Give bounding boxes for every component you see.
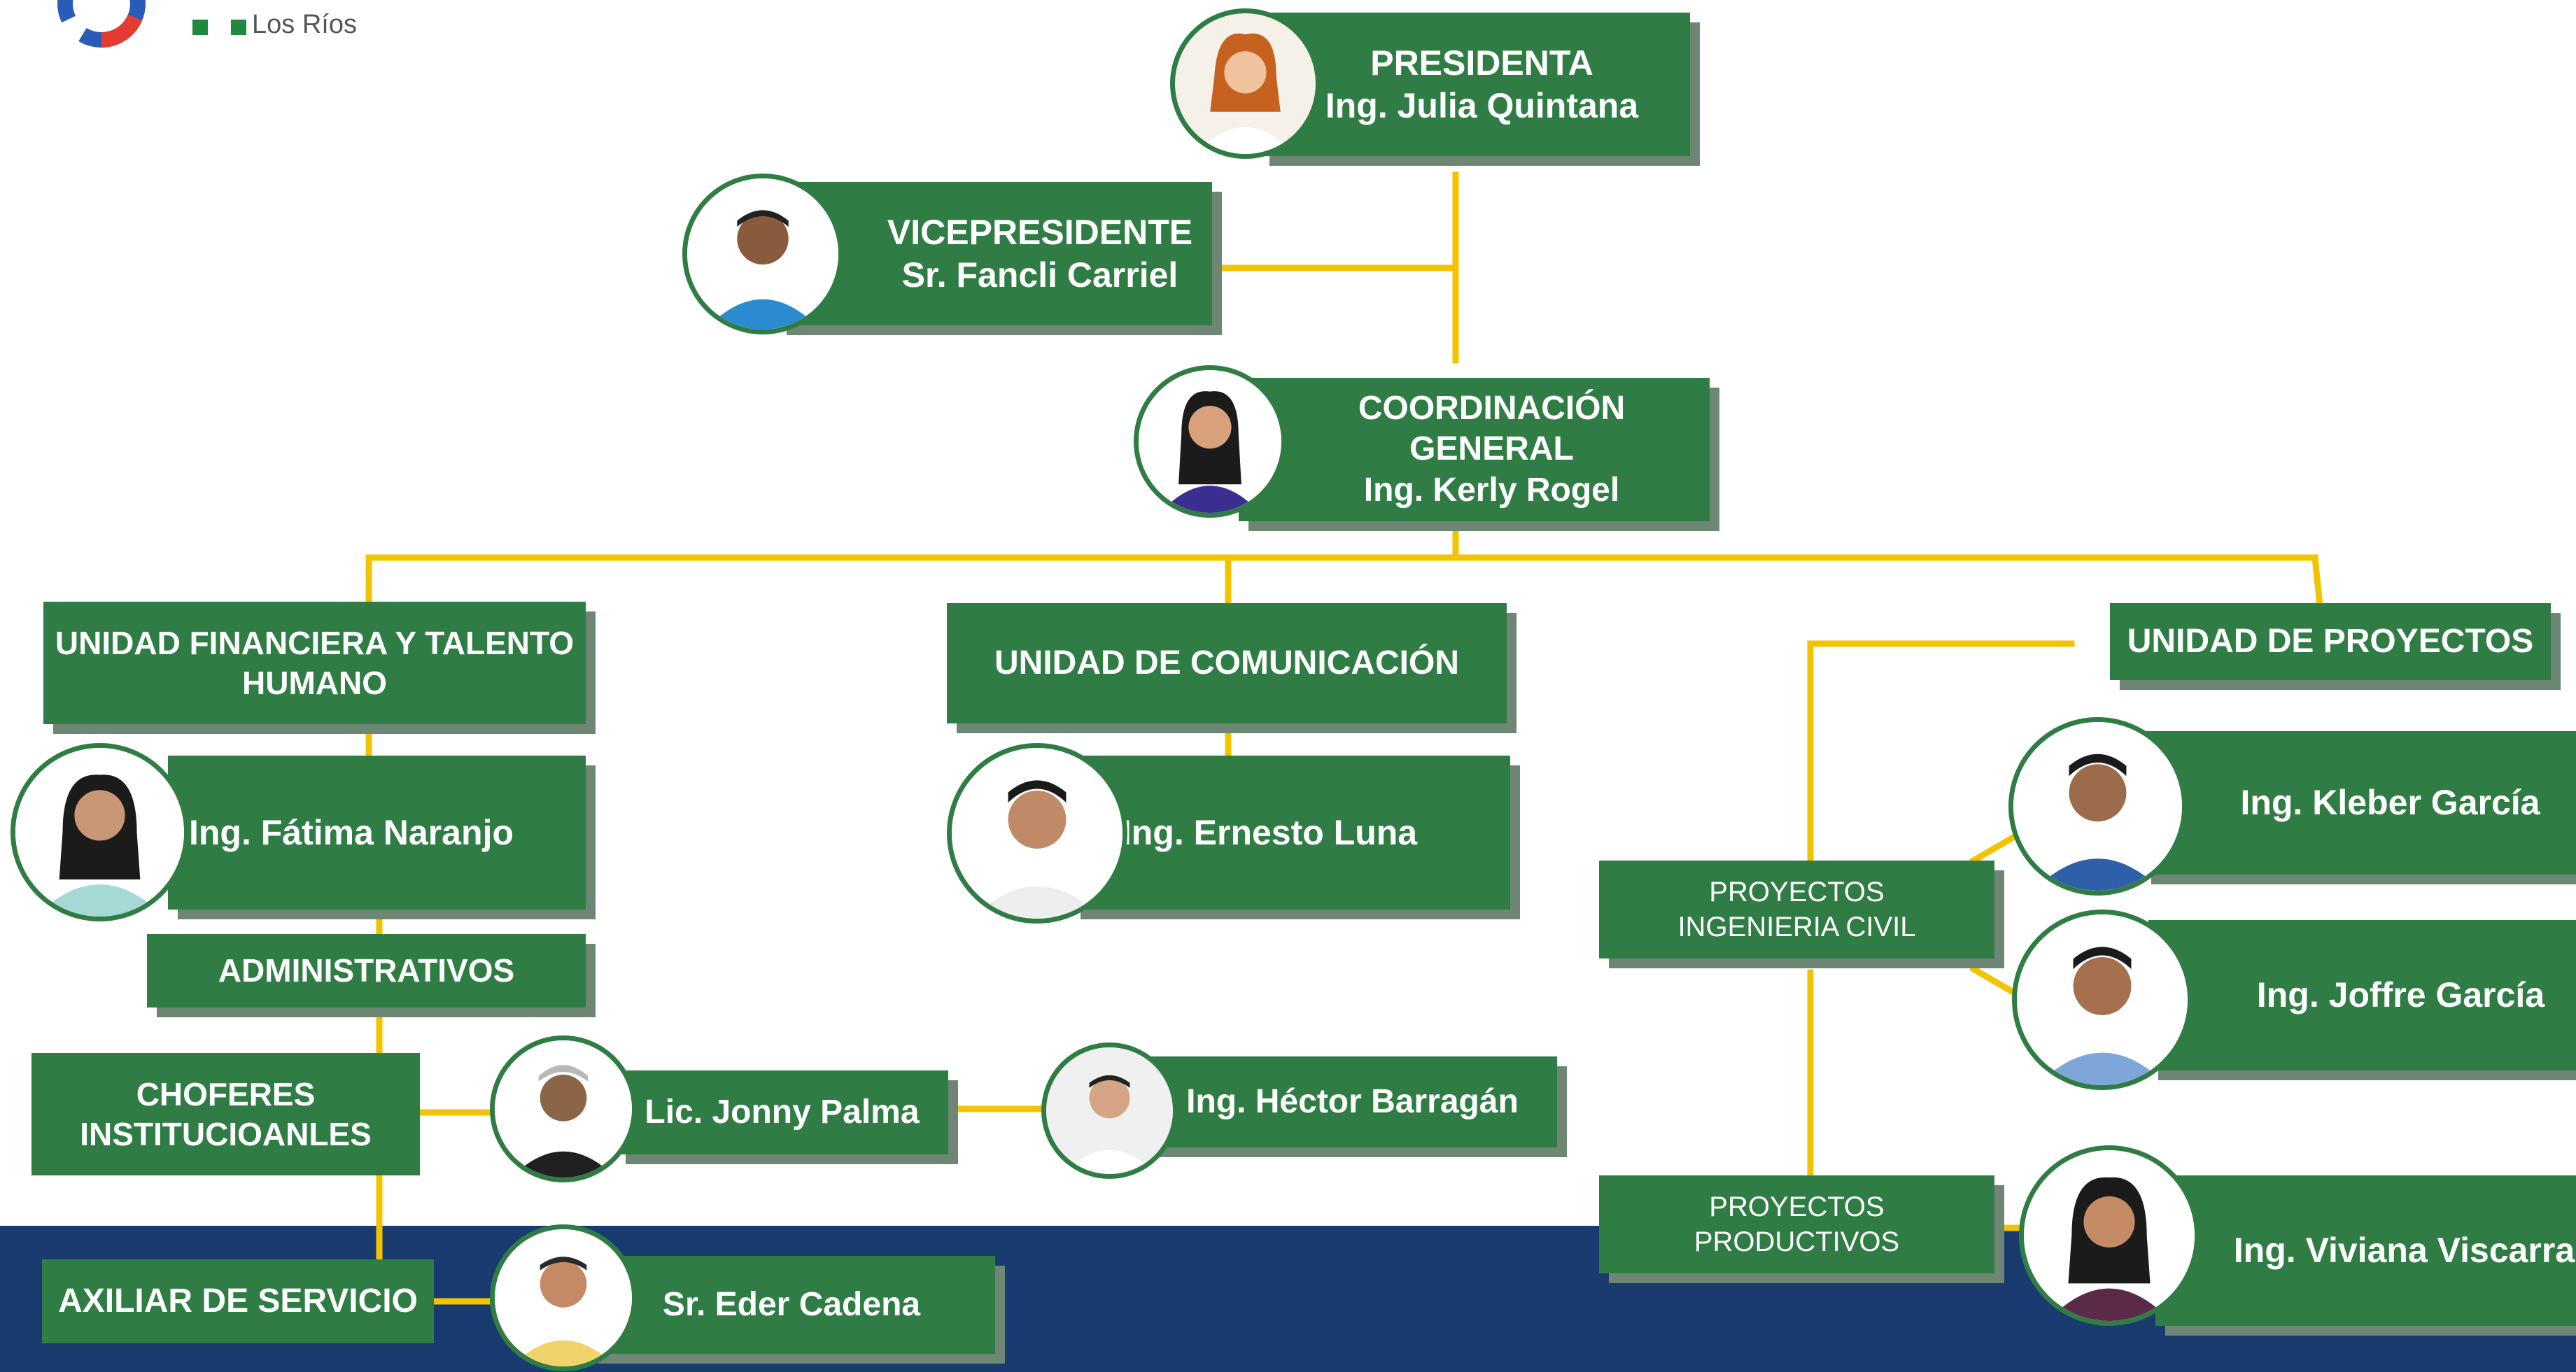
civil-member-box: Ing. Kleber García — [2141, 731, 2576, 875]
group-label: CHOFERES INSTITUCIOANLES — [80, 1076, 372, 1152]
role-label: COORDINACIÓN GENERAL — [1358, 389, 1626, 468]
person-name: Ing. Fátima Naranjo — [189, 812, 514, 852]
avatar — [2019, 1145, 2200, 1326]
unit-title: UNIDAD FINANCIERA Y TALENTO HUMANO — [55, 625, 575, 701]
person-name: Ing. Joffre García — [2256, 975, 2545, 1014]
logo-subtitle: Los Ríos — [252, 10, 357, 39]
avatar — [1134, 365, 1286, 518]
role-label: VICEPRESIDENTE — [887, 212, 1193, 252]
logo-ring-icon — [57, 0, 146, 48]
avatar — [1170, 8, 1321, 159]
vicepresidente-box: VICEPRESIDENTE Sr. Fancli Carriel — [777, 182, 1212, 325]
logo-flag-mark — [192, 20, 208, 35]
avatar — [490, 1224, 637, 1371]
unit-comunicacion-title: UNIDAD DE COMUNICACIÓN — [947, 603, 1507, 723]
civil-group-box: PROYECTOS INGENIERIA CIVIL — [1599, 861, 1994, 959]
financiera-head-box: Ing. Fátima Naranjo — [168, 756, 586, 910]
person-name: Ing. Viviana Viscarra — [2233, 1231, 2575, 1270]
group-label: ADMINISTRATIVOS — [218, 952, 515, 989]
avatar — [10, 743, 189, 921]
productivos-member-box: Ing. Viviana Viscarra — [2155, 1175, 2576, 1326]
person-name: Sr. Eder Cadena — [662, 1285, 921, 1323]
person-name: Ing. Héctor Barragán — [1186, 1082, 1519, 1120]
person-name: Ing. Julia Quintana — [1325, 85, 1639, 125]
unit-financiera-title: UNIDAD FINANCIERA Y TALENTO HUMANO — [43, 602, 586, 724]
avatar — [2012, 910, 2193, 1090]
choferes-member-box: Ing. Héctor Barragán — [1148, 1056, 1557, 1147]
civil-member-box: Ing. Joffre García — [2148, 920, 2576, 1070]
person-name: Ing. Ernesto Luna — [1121, 812, 1418, 852]
unit-title: UNIDAD DE PROYECTOS — [2127, 622, 2534, 660]
avatar — [947, 743, 1127, 924]
auxiliar-member-box: Sr. Eder Cadena — [588, 1256, 995, 1354]
group-label: AXILIAR DE SERVICIO — [58, 1282, 418, 1320]
unit-proyectos-title: UNIDAD DE PROYECTOS — [2110, 603, 2551, 680]
choferes-member-box: Lic. Jonny Palma — [616, 1070, 948, 1154]
person-name: Lic. Jonny Palma — [645, 1093, 920, 1131]
role-label: PRESIDENTA — [1370, 43, 1593, 83]
comunicacion-head-box: Ing. Ernesto Luna — [1071, 756, 1510, 910]
logo-flag-mark — [231, 20, 246, 35]
avatar — [1041, 1042, 1178, 1179]
group-label: PROYECTOS PRODUCTIVOS — [1694, 1191, 1900, 1257]
administrativos-box: ADMINISTRATIVOS — [147, 934, 586, 1007]
choferes-box: CHOFERES INSTITUCIOANLES — [31, 1053, 420, 1175]
person-name: Ing. Kleber García — [2240, 783, 2540, 822]
group-label: PROYECTOS INGENIERIA CIVIL — [1677, 877, 1916, 942]
productivos-group-box: PROYECTOS PRODUCTIVOS — [1599, 1175, 1994, 1273]
avatar — [2008, 717, 2187, 896]
person-name: Sr. Fancli Carriel — [901, 255, 1178, 295]
auxiliar-box: AXILIAR DE SERVICIO — [42, 1259, 434, 1343]
presidenta-box: PRESIDENTA Ing. Julia Quintana — [1260, 13, 1690, 156]
avatar — [490, 1035, 637, 1182]
unit-title: UNIDAD DE COMUNICACIÓN — [994, 644, 1459, 681]
avatar — [682, 174, 843, 334]
coordinacion-box: COORDINACIÓN GENERAL Ing. Kerly Rogel — [1239, 378, 1710, 521]
person-name: Ing. Kerly Rogel — [1363, 471, 1620, 509]
